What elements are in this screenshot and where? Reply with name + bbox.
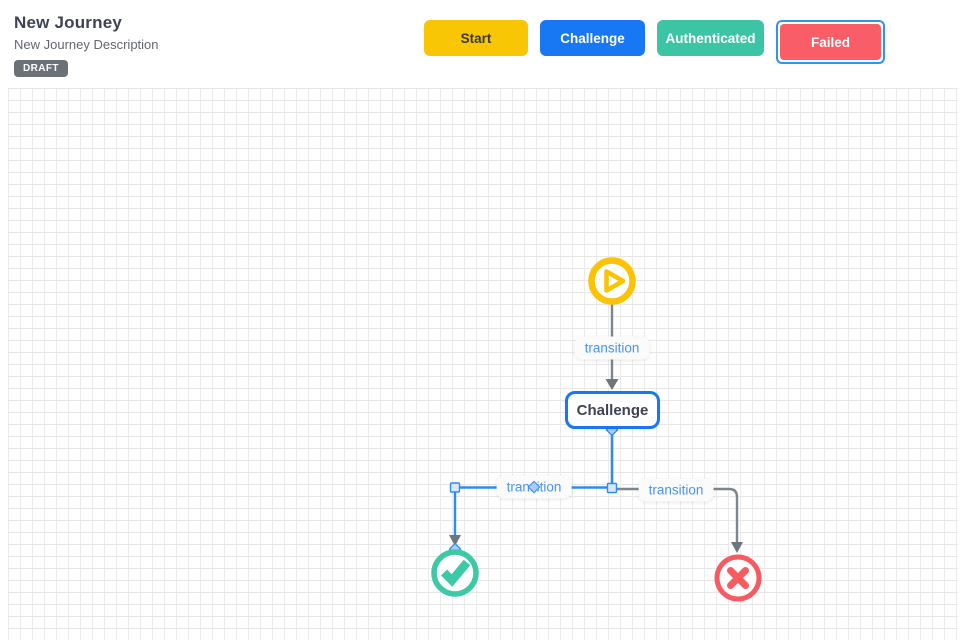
journey-canvas[interactable]: [0, 88, 978, 640]
challenge-node[interactable]: Challenge: [565, 391, 660, 429]
challenge-button[interactable]: Challenge: [540, 20, 645, 56]
play-icon: [588, 257, 636, 305]
canvas-grid: [8, 88, 958, 640]
edge-label-text: transition: [648, 482, 704, 498]
journey-info: New Journey New Journey Description DRAF…: [14, 13, 159, 77]
start-node[interactable]: [585, 254, 639, 308]
journey-header: New Journey New Journey Description DRAF…: [0, 0, 978, 88]
check-icon: [431, 549, 479, 597]
authenticated-node[interactable]: [428, 546, 482, 600]
state-legend: Start Challenge Authenticated Failed: [424, 20, 885, 64]
edge-label[interactable]: transition: [638, 478, 714, 502]
page-subtitle: New Journey Description: [14, 37, 159, 52]
status-badge: DRAFT: [14, 60, 68, 77]
challenge-node-label: Challenge: [576, 401, 649, 419]
x-icon: [714, 554, 762, 602]
failed-button-selected-outline[interactable]: Failed: [776, 20, 885, 64]
authenticated-button[interactable]: Authenticated: [657, 20, 764, 56]
failed-node[interactable]: [711, 551, 765, 605]
page-title: New Journey: [14, 13, 123, 32]
edge-label-text: transition: [584, 340, 640, 356]
failed-button[interactable]: Failed: [780, 24, 881, 60]
start-button[interactable]: Start: [424, 20, 528, 56]
edge-label[interactable]: transition: [574, 336, 650, 360]
